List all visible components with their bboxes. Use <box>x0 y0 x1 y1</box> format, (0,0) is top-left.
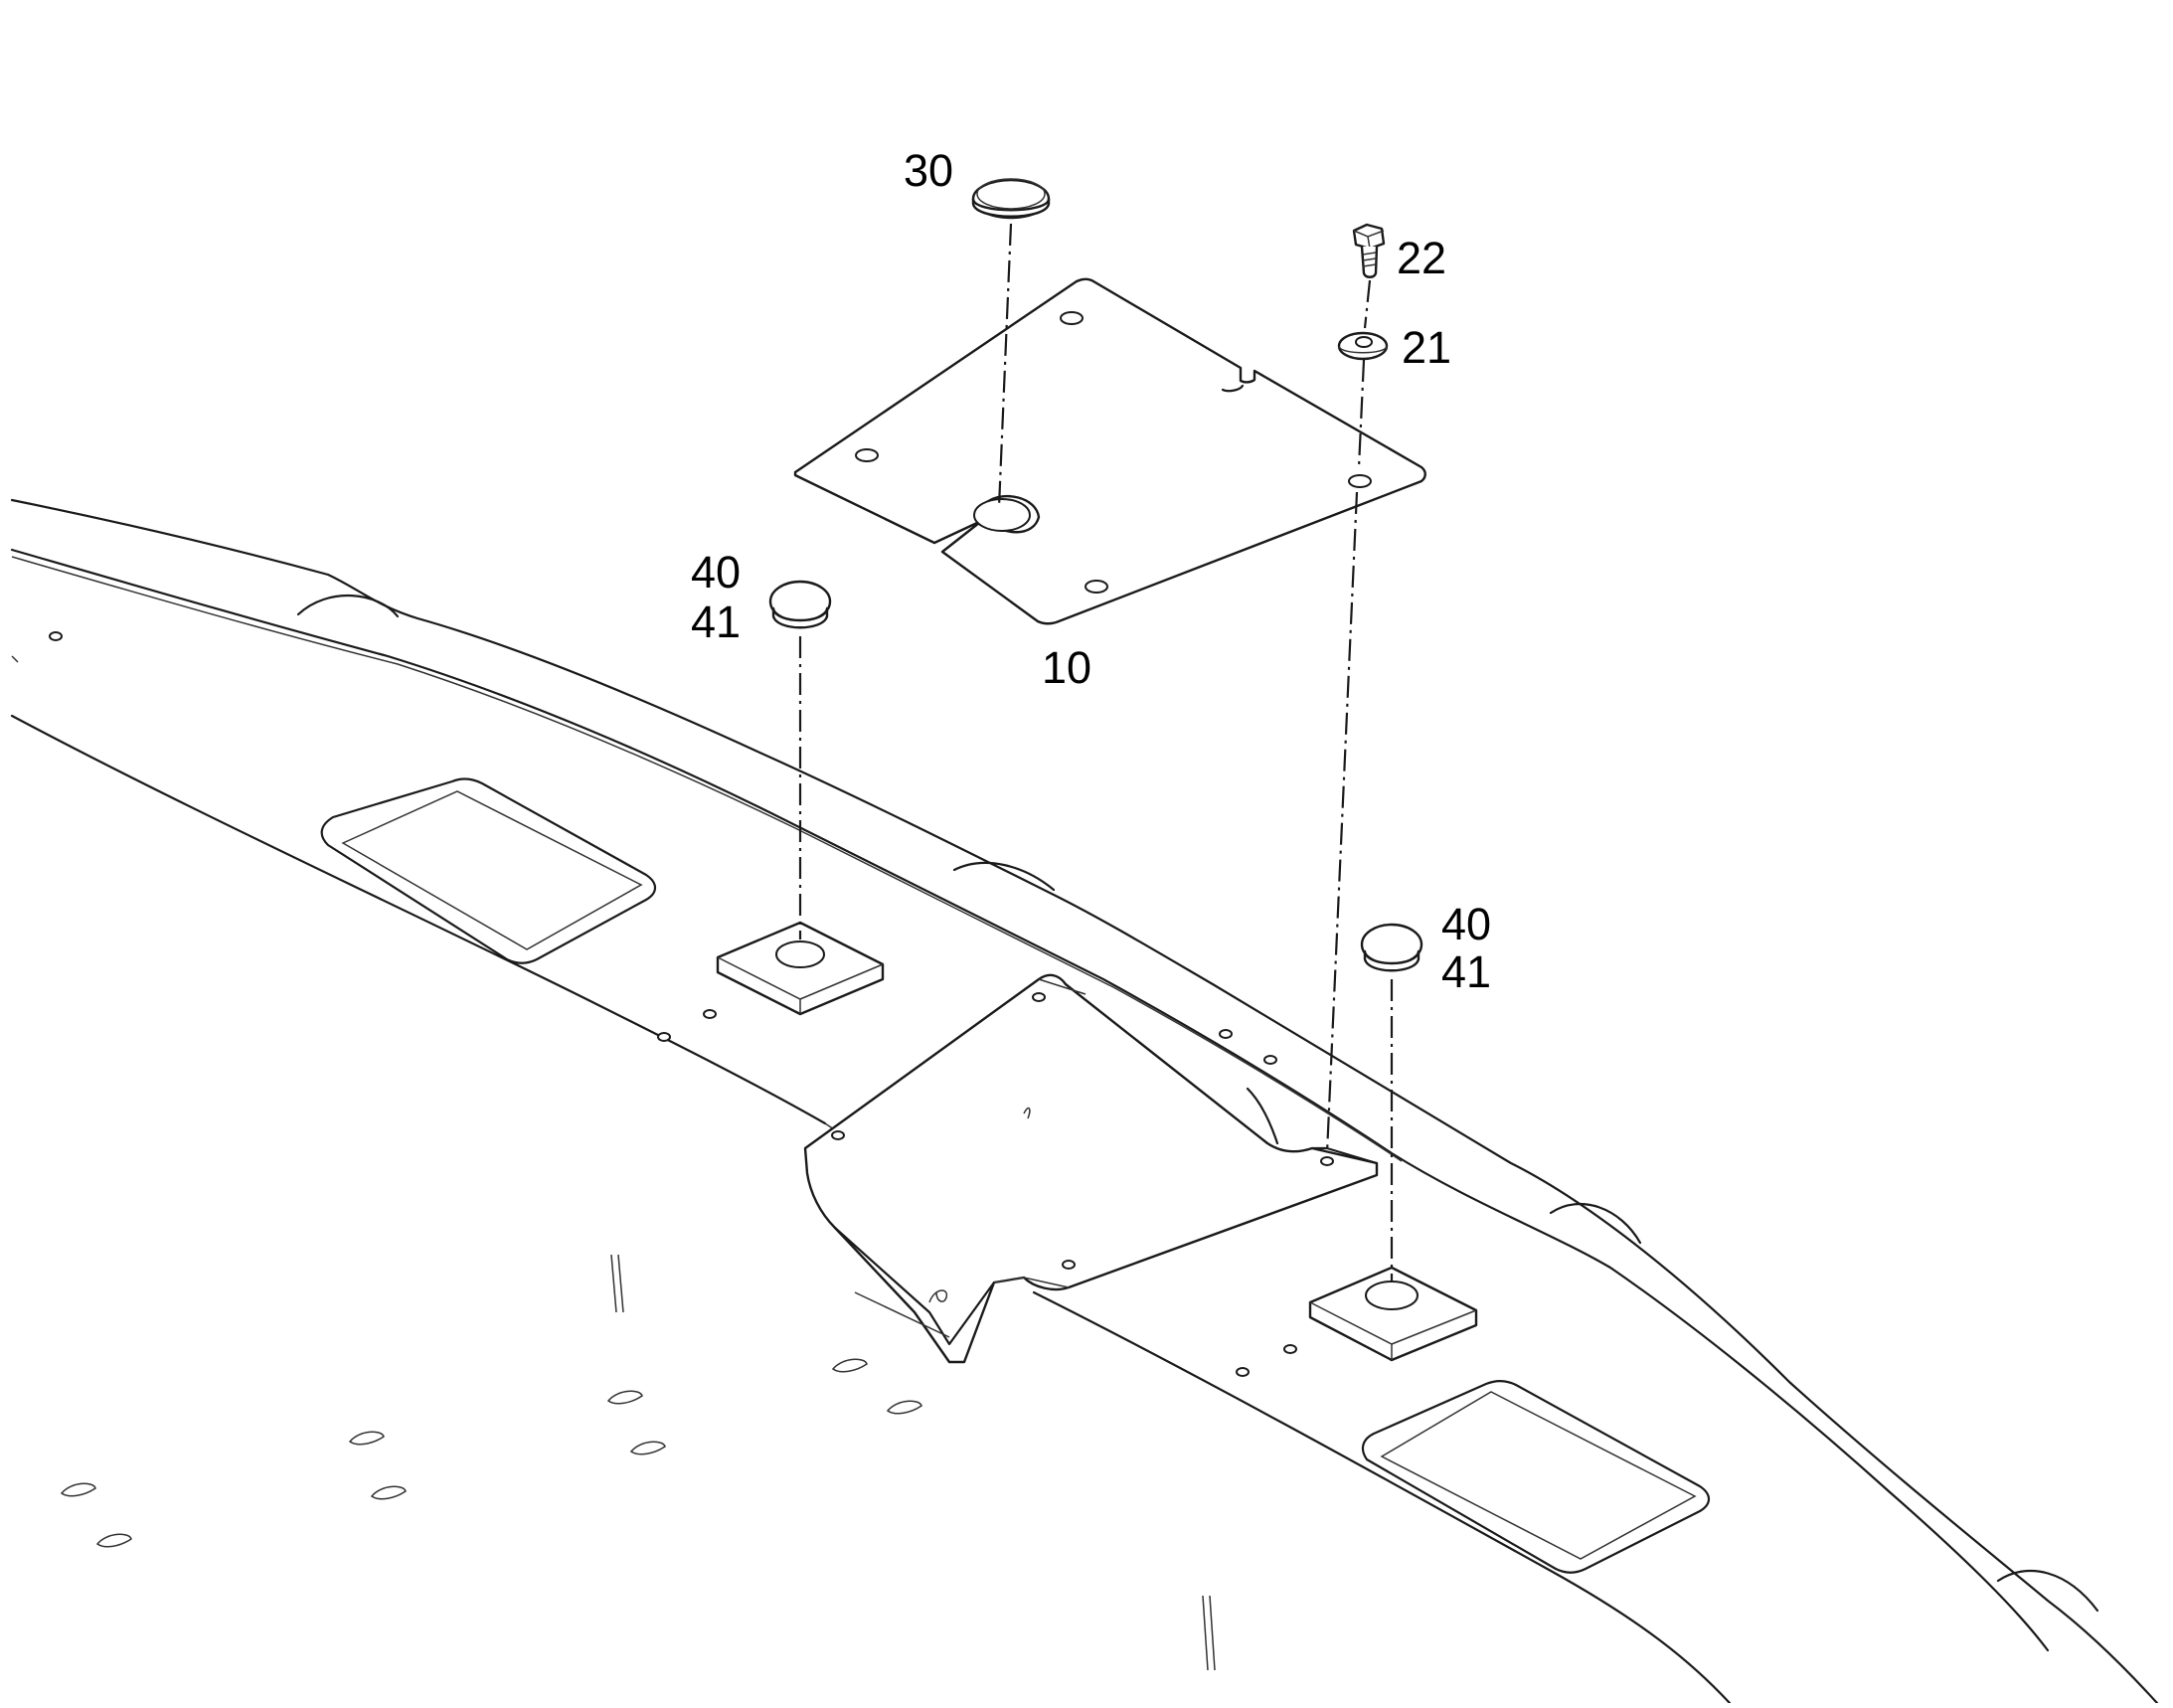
frame-assembly <box>10 498 2159 1705</box>
callout-10: 10 <box>1042 642 1092 693</box>
assembly-centerlines <box>798 223 1394 1282</box>
plug-part-40-41-left <box>768 580 832 629</box>
plug-part-40-41-right <box>1360 923 1423 972</box>
cover-plate-part-10 <box>793 277 1426 625</box>
callout-41-left: 41 <box>691 597 742 647</box>
callout-40-right: 40 <box>1441 899 1492 949</box>
callout-41-right: 41 <box>1441 946 1492 997</box>
washer-part-21 <box>1337 331 1389 361</box>
callout-21: 21 <box>1402 322 1452 373</box>
callout-40-left: 40 <box>691 547 742 598</box>
callout-30: 30 <box>904 145 954 196</box>
plug-part-30 <box>971 178 1051 220</box>
callout-22: 22 <box>1397 233 1447 283</box>
bolt-part-22 <box>1352 223 1386 278</box>
